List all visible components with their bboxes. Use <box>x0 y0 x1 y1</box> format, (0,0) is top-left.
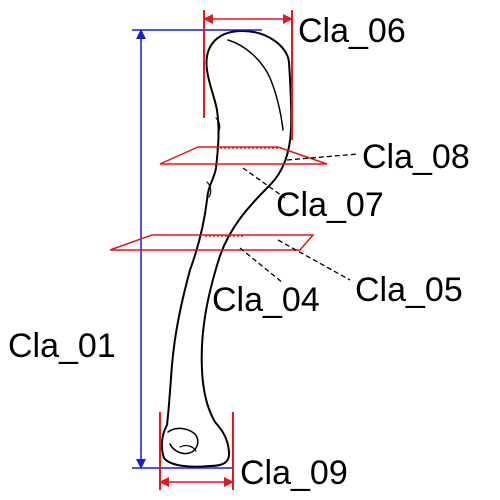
leader-lines <box>239 153 359 284</box>
cla-01-length-measure <box>132 29 262 469</box>
cla-01-label: Cla_01 <box>8 327 116 365</box>
bone-shaft-notch-2 <box>206 181 212 198</box>
lower-plane-outline <box>109 234 315 251</box>
bone-shaft-notch <box>215 117 221 134</box>
bone-outer-contour <box>160 29 293 468</box>
upper-plane-outline <box>159 146 328 165</box>
cla-08-label: Cla_08 <box>362 138 470 176</box>
cla-05-leader <box>277 239 351 281</box>
cla-08-leader <box>286 153 359 161</box>
cla-07-label: Cla_07 <box>276 186 384 224</box>
cla-06-width-measure <box>203 10 293 140</box>
lower-section-plane <box>109 234 315 251</box>
upper-section-plane <box>159 146 328 165</box>
bone-distal-end-detail-2 <box>179 445 197 452</box>
cla-04-label: Cla_04 <box>212 281 320 319</box>
cla-06-label: Cla_06 <box>298 12 406 50</box>
cla-04-leader <box>239 247 284 284</box>
bone-distal-end-detail <box>167 427 199 455</box>
cla-05-label: Cla_05 <box>355 271 463 309</box>
clavicle-bone-outline <box>160 29 293 468</box>
cla-07-leader <box>242 167 286 199</box>
measurement-labels: Cla_06 Cla_08 Cla_07 Cla_05 Cla_04 Cla_0… <box>8 12 470 492</box>
cla-09-label: Cla_09 <box>240 454 348 492</box>
cla-09-width-measure <box>159 412 234 490</box>
bone-inner-ridge <box>227 39 284 131</box>
